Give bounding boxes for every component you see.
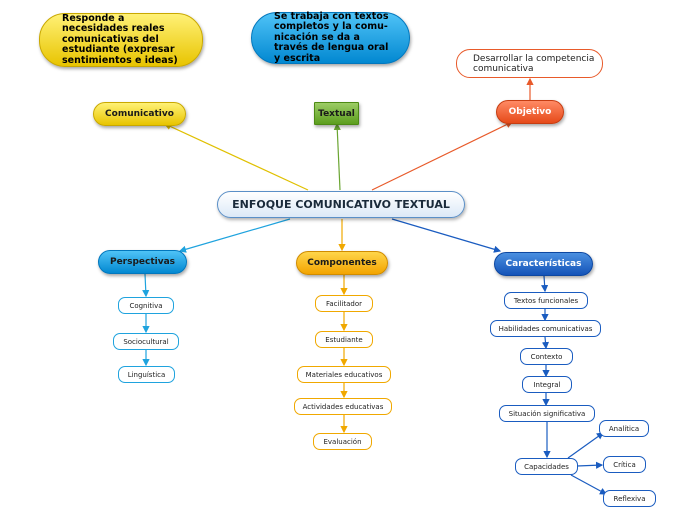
leaf-linguistica[interactable]: Linguística [118, 366, 175, 383]
leaf-textos-funcionales[interactable]: Textos funcionales [504, 292, 588, 309]
note-objetivo: Desarrollar la competencia comunicativa [456, 49, 603, 78]
leaf-integral[interactable]: Integral [522, 376, 572, 393]
leaf-critica[interactable]: Crítica [603, 456, 646, 473]
leaf-situacion-significativa[interactable]: Situación significativa [499, 405, 595, 422]
leaf-habilidades-comunicativas[interactable]: Habilidades comunicativas [490, 320, 601, 337]
note-comunicativo: Responde a necesidades reales comunicati… [39, 13, 203, 67]
leaf-cognitiva[interactable]: Cognitiva [118, 297, 174, 314]
branch-componentes[interactable]: Componentes [296, 251, 388, 275]
node-textual[interactable]: Textual [314, 102, 359, 125]
note-textual: Se trabaja con textos completos y la com… [251, 11, 410, 64]
branch-perspectivas[interactable]: Perspectivas [98, 250, 187, 274]
leaf-reflexiva[interactable]: Reflexiva [603, 490, 656, 507]
node-objetivo[interactable]: Objetivo [496, 100, 564, 124]
leaf-actividades-educativas[interactable]: Actividades educativas [294, 398, 392, 415]
leaf-materiales-educativos[interactable]: Materiales educativos [297, 366, 391, 383]
node-comunicativo[interactable]: Comunicativo [93, 102, 186, 126]
leaf-facilitador[interactable]: Facilitador [315, 295, 373, 312]
leaf-evaluacion[interactable]: Evaluación [313, 433, 372, 450]
leaf-contexto[interactable]: Contexto [520, 348, 573, 365]
leaf-estudiante[interactable]: Estudiante [315, 331, 373, 348]
leaf-analitica[interactable]: Analítica [599, 420, 649, 437]
leaf-sociocultural[interactable]: Sociocultural [113, 333, 179, 350]
root-node[interactable]: ENFOQUE COMUNICATIVO TEXTUAL [217, 191, 465, 218]
branch-caracteristicas[interactable]: Características [494, 252, 593, 276]
leaf-capacidades[interactable]: Capacidades [515, 458, 578, 475]
